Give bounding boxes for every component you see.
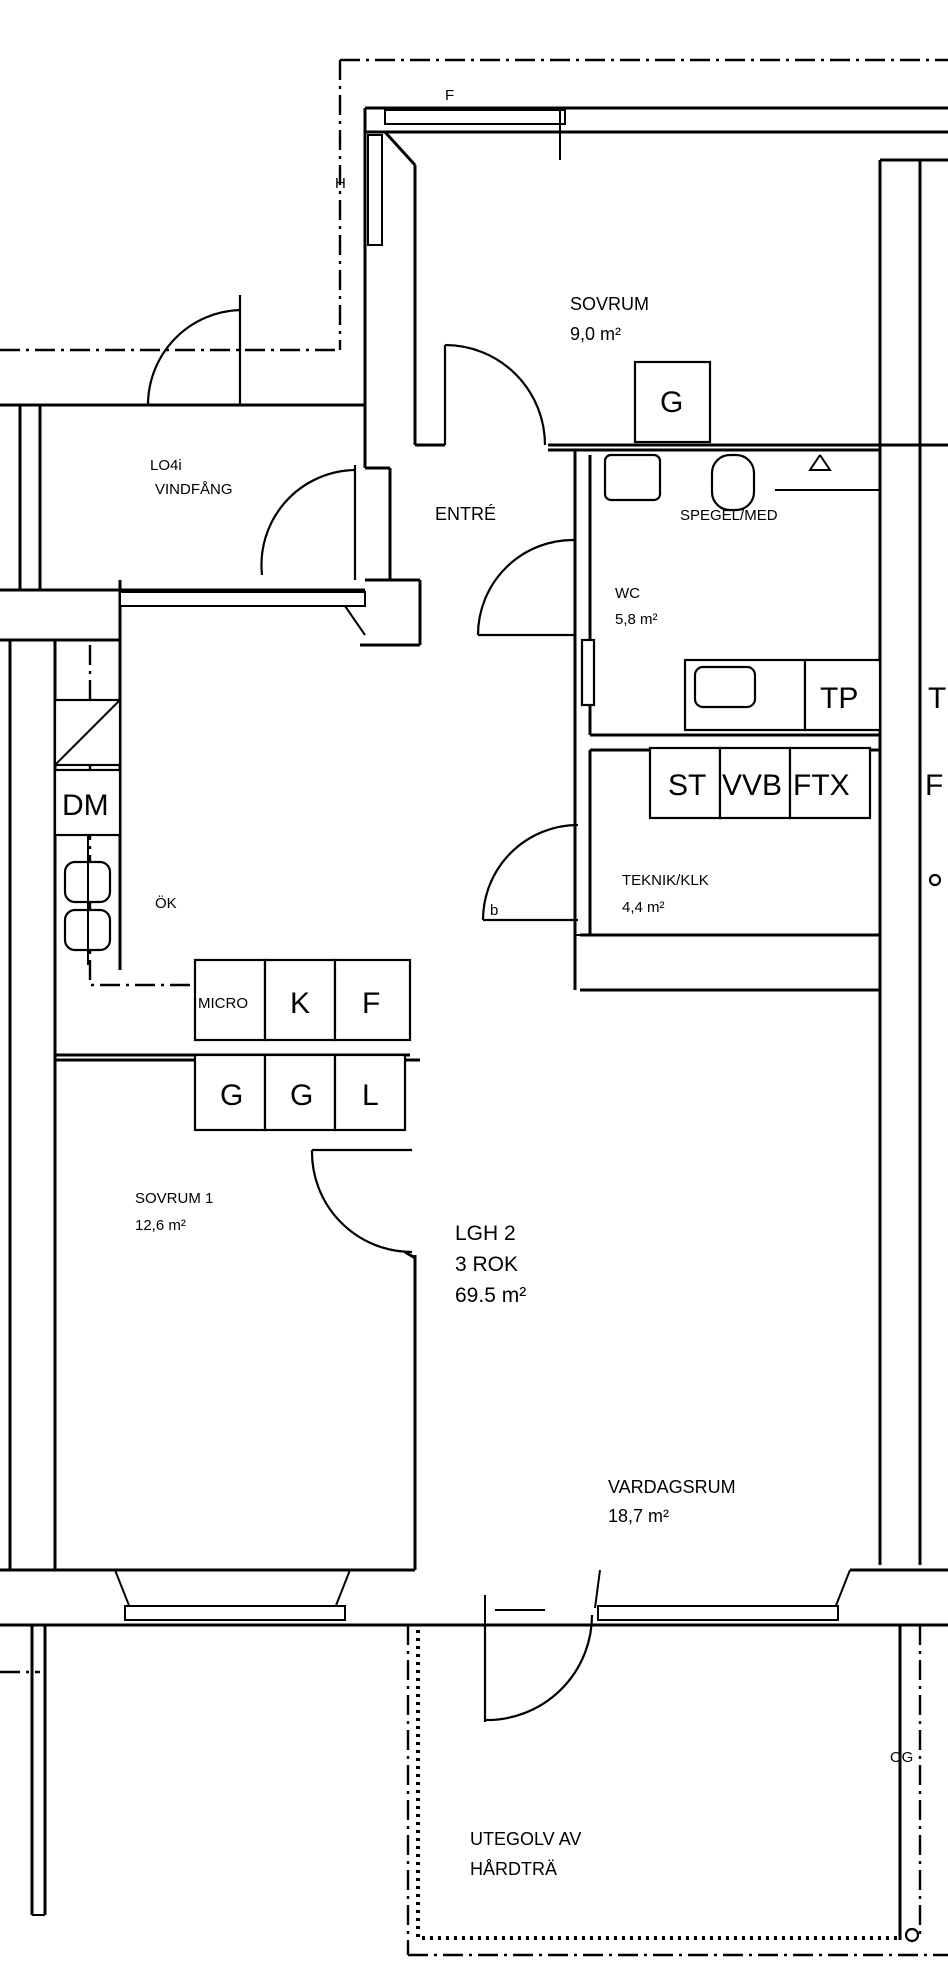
kitchen-counters [53, 645, 412, 1132]
door-mark-b: b [490, 902, 498, 919]
edge-mark-top: F [445, 87, 454, 104]
room-name-sovrum1: SOVRUM 1 [135, 1190, 213, 1207]
mirror-cabinet-label: SPEGEL/MED [680, 507, 778, 524]
room-area-sovrum-top: 9,0 m² [570, 324, 621, 344]
room-name-sovrum-top: SOVRUM [570, 294, 649, 314]
room-area-teknik: 4,4 m² [622, 899, 665, 916]
room-name-vardagsrum: VARDAGSRUM [608, 1477, 736, 1497]
cut-label-f: F [925, 769, 943, 802]
property-lines [0, 58, 948, 1957]
loggia-label-1: LO4i [150, 457, 182, 474]
dishwasher-label-dm: DM [62, 789, 109, 822]
freezer-label-f: F [362, 987, 380, 1020]
room-name-wc: WC [615, 585, 640, 602]
microwave-label: MICRO [198, 995, 248, 1012]
loggia-label-2: VINDFÅNG [155, 481, 233, 498]
wardrobe-label-g2: G [290, 1079, 313, 1112]
cut-label-t: T [928, 682, 946, 715]
water-heater-label-vvb: VVB [722, 769, 782, 802]
wardrobe-top-label: G [660, 386, 683, 419]
fridge-label-k: K [290, 987, 310, 1020]
wc-fixtures [580, 360, 882, 820]
windows [114, 109, 851, 1625]
details [808, 454, 942, 1943]
room-area-sovrum1: 12,6 m² [135, 1217, 186, 1234]
apartment-rooms: 3 ROK [455, 1253, 518, 1276]
room-area-vardagsrum: 18,7 m² [608, 1506, 669, 1526]
balcony-label-2: HÅRDTRÄ [470, 1859, 557, 1879]
toilet-paper-label: TP [820, 682, 858, 715]
balcony-label-1: UTEGOLV AV [470, 1829, 581, 1849]
exterior-walls [0, 106, 948, 1940]
edge-mark-left: H [335, 175, 346, 192]
drain-label-og: OG [890, 1749, 913, 1766]
apartment-area: 69.5 m² [455, 1284, 526, 1307]
linen-label-l: L [362, 1079, 379, 1112]
room-area-wc: 5,8 m² [615, 611, 658, 628]
apartment-number: LGH 2 [455, 1222, 516, 1245]
balcony-edge [416, 1630, 900, 1940]
doors [146, 295, 594, 1722]
storage-label-st: ST [668, 769, 706, 802]
wardrobe-label-g1: G [220, 1079, 243, 1112]
room-name-entre: ENTRÉ [435, 504, 496, 524]
room-name-kok: ÖK [155, 894, 177, 912]
ventilation-label-ftx: FTX [793, 769, 850, 802]
labels: F H SOVRUM 9,0 m² LO4i VINDFÅNG ENTRÉ WC… [62, 87, 946, 1879]
room-name-teknik: TEKNIK/KLK [622, 872, 709, 889]
